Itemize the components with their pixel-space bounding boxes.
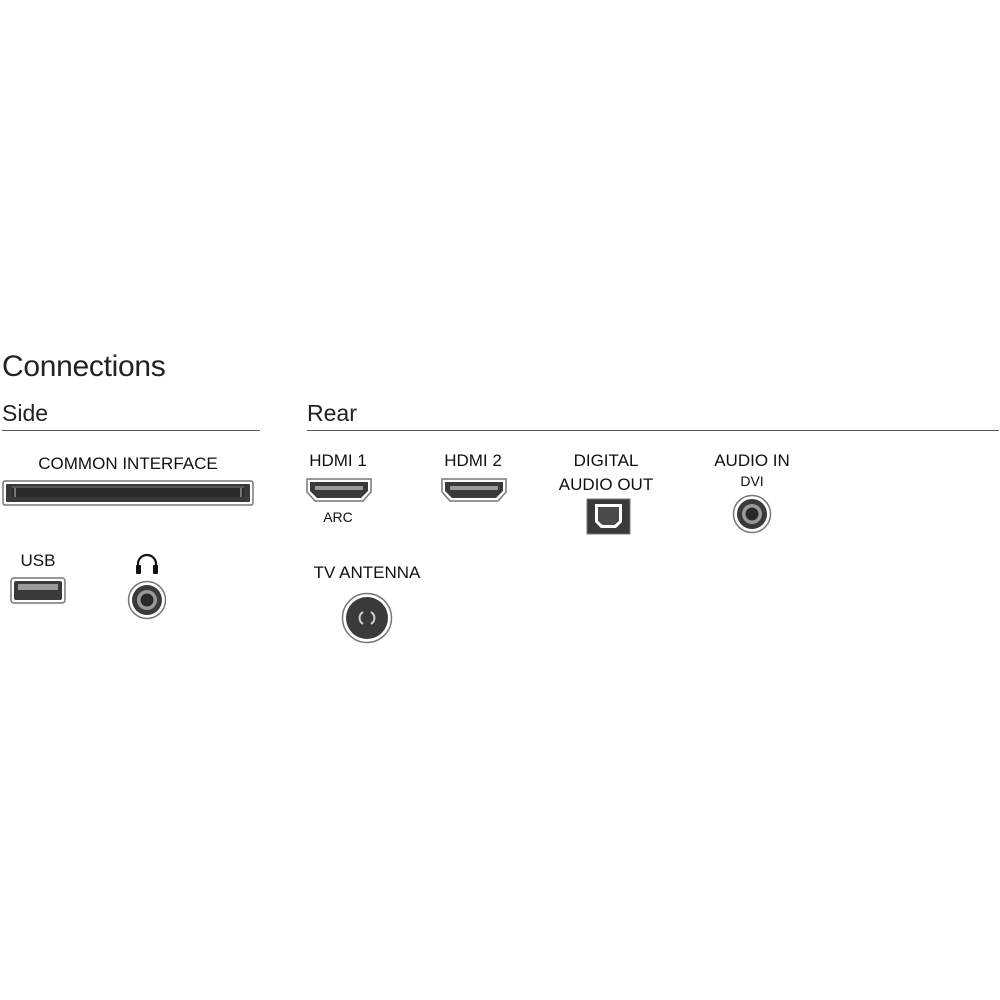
hdmi2-label: HDMI 2 xyxy=(444,451,502,470)
common-interface-label: COMMON INTERFACE xyxy=(38,454,218,473)
side-heading: Side xyxy=(2,400,49,426)
hdmi1-arc-label: ARC xyxy=(323,509,353,525)
antenna-coax-icon xyxy=(341,592,393,644)
headphones-icon xyxy=(134,552,160,576)
headphone-jack-icon xyxy=(127,580,167,620)
hdmi2-port-icon xyxy=(440,477,508,503)
hdmi1-port-icon xyxy=(305,477,373,503)
audio-in-label: AUDIO IN xyxy=(714,451,790,470)
usb-port-icon xyxy=(10,577,66,604)
audio-in-dvi-label: DVI xyxy=(740,473,764,489)
common-interface-slot-icon xyxy=(2,480,254,506)
hdmi1-label: HDMI 1 xyxy=(309,451,367,470)
rear-heading: Rear xyxy=(307,400,357,426)
audio-in-jack-icon xyxy=(732,494,772,534)
side-divider xyxy=(2,430,260,431)
digital-audio-out-label-line1: DIGITAL xyxy=(573,451,639,470)
tv-antenna-label: TV ANTENNA xyxy=(313,563,421,582)
rear-divider xyxy=(307,430,999,431)
usb-label: USB xyxy=(20,551,56,570)
optical-port-icon xyxy=(586,498,631,535)
digital-audio-out-label-line2: AUDIO OUT xyxy=(558,475,654,494)
page-title: Connections xyxy=(2,350,166,383)
